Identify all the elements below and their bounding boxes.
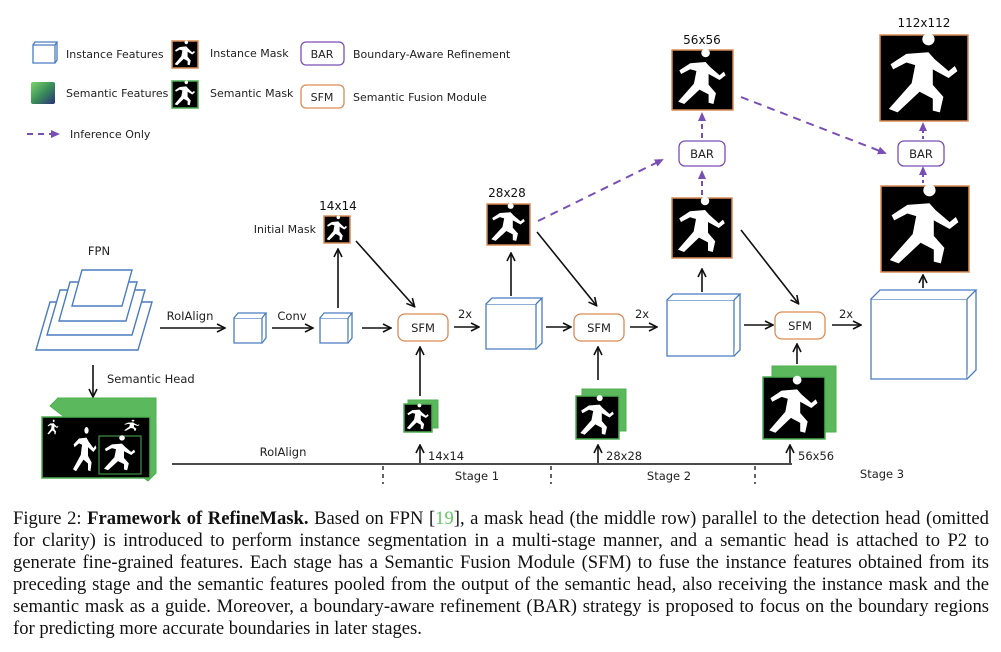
- legend-bar-box: [300, 41, 345, 66]
- initial-mask-label: Initial Mask: [254, 223, 317, 236]
- initial-mask-size: 14x14: [319, 199, 357, 213]
- sfm-1-label: SFM: [411, 321, 435, 335]
- instance-feature-cube-1: [233, 312, 268, 344]
- semantic-mask-14: [403, 399, 439, 433]
- legend-instance-features-icon: [32, 41, 59, 64]
- instance-mask-112-refined: [879, 33, 969, 122]
- fpn-pyramid: [35, 269, 153, 351]
- fpn-label: FPN: [88, 244, 110, 258]
- mask-28-size: 28x28: [488, 186, 526, 200]
- instance-mask-28: [486, 203, 531, 246]
- upsample-label-1: 2x: [458, 307, 472, 321]
- sfm-2: SFM: [573, 313, 625, 342]
- caption-text-after-cite: ], a mask head (the middle row) parallel…: [13, 508, 989, 639]
- caption-prefix: Figure 2:: [13, 508, 88, 529]
- arrow-initial-mask-to-sfm-1: [355, 240, 414, 306]
- stage-2-label: Stage 2: [647, 469, 691, 483]
- semantic-head-label: Semantic Head: [107, 372, 195, 386]
- semantic-feature-map: [41, 397, 157, 482]
- instance-feature-cube-56: [666, 293, 742, 357]
- stage-3-label: Stage 3: [860, 467, 904, 481]
- instance-mask-56-refined: [671, 48, 734, 111]
- bar-2-label: BAR: [909, 147, 933, 161]
- legend-sfm-box: [300, 84, 345, 109]
- legend-bar-desc: Boundary-Aware Refinement: [353, 48, 511, 61]
- figure-caption: Figure 2: Framework of RefineMask. Based…: [13, 508, 989, 640]
- legend: Instance Features Semantic Features Inst…: [27, 40, 511, 141]
- legend-instance-mask-label: Instance Mask: [210, 47, 289, 60]
- conv-label: Conv: [277, 309, 306, 323]
- legend-semantic-features-label: Semantic Features: [66, 87, 169, 100]
- legend-sfm-box-label: SFM: [311, 91, 334, 104]
- upsample-label-3: 2x: [839, 307, 853, 321]
- sfm-1: SFM: [397, 313, 449, 342]
- roi-size-14: 14x14: [428, 449, 464, 463]
- instance-mask-56-coarse: [671, 196, 733, 259]
- mask-112-size: 112x112: [898, 16, 951, 30]
- legend-semantic-mask-label: Semantic Mask: [210, 87, 294, 100]
- sfm-3: SFM: [774, 311, 826, 340]
- sfm-2-label: SFM: [587, 321, 611, 335]
- instance-feature-cube-2: [319, 312, 354, 344]
- upsample-label-2: 2x: [635, 307, 649, 321]
- legend-semantic-features-icon: [31, 82, 55, 104]
- refinemask-diagram: Instance Features Semantic Features Inst…: [27, 16, 978, 484]
- legend-inference-label: Inference Only: [70, 128, 151, 141]
- legend-semantic-mask-icon: [171, 80, 199, 109]
- bar-2: BAR: [897, 140, 945, 167]
- legend-instance-mask-icon: [171, 40, 199, 69]
- stage-1-label: Stage 1: [455, 469, 499, 483]
- mask-56-size: 56x56: [683, 33, 721, 47]
- caption-text-before-cite: Based on FPN [: [308, 508, 436, 529]
- roialign-top-label: RoIAlign: [167, 309, 214, 323]
- legend-bar-box-label: BAR: [311, 48, 334, 61]
- roi-size-56: 56x56: [798, 449, 834, 463]
- caption-title: Framework of RefineMask.: [87, 508, 309, 529]
- arrow-mask-56-to-sfm-3: [740, 229, 798, 303]
- sfm-3-label: SFM: [788, 319, 812, 333]
- inference-arrow-to-bar-1: [537, 159, 664, 222]
- citation-link[interactable]: 19: [435, 508, 454, 529]
- instance-feature-cube-112: [870, 289, 978, 380]
- roialign-bottom-label: RoIAlign: [260, 445, 307, 459]
- legend-instance-features-label: Instance Features: [66, 48, 164, 61]
- legend-sfm-desc: Semantic Fusion Module: [353, 91, 487, 104]
- semantic-mask-56: [762, 365, 837, 440]
- arrow-mask-28-to-sfm-2: [536, 231, 596, 305]
- bar-1-label: BAR: [690, 147, 714, 161]
- initial-mask: [323, 215, 351, 244]
- bar-1: BAR: [678, 140, 726, 167]
- instance-feature-cube-28: [485, 297, 544, 350]
- semantic-mask-28: [575, 388, 627, 440]
- roi-size-28: 28x28: [606, 449, 642, 463]
- instance-mask-112-coarse: [880, 184, 970, 273]
- inference-arrow-to-bar-2: [740, 96, 887, 155]
